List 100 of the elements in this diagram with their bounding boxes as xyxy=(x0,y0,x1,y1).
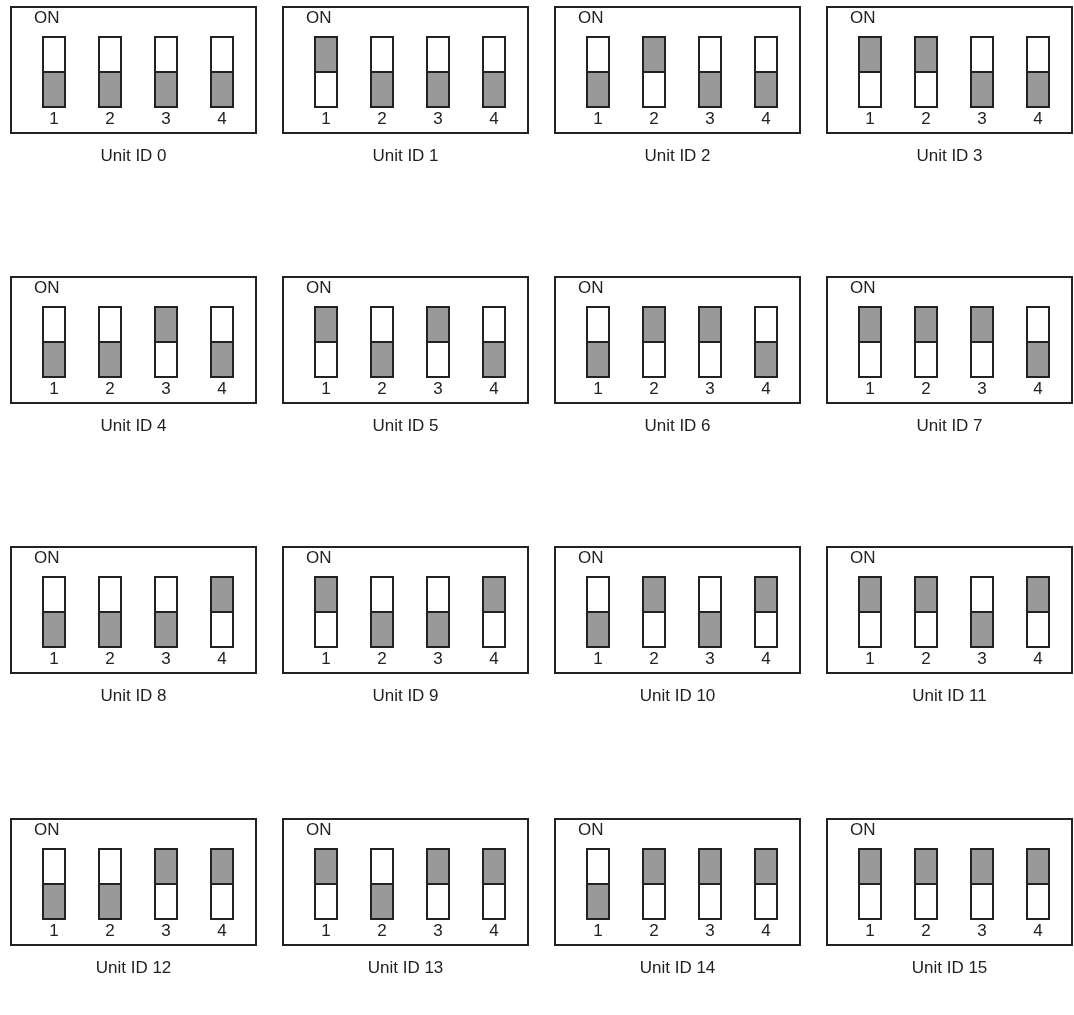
unit-id-caption: Unit ID 2 xyxy=(643,146,712,166)
switch-number: 3 xyxy=(160,110,172,128)
unit-id-caption: Unit ID 7 xyxy=(915,416,984,436)
on-label: ON xyxy=(850,549,876,566)
switch-lever xyxy=(970,611,994,648)
on-label: ON xyxy=(578,279,604,296)
on-label: ON xyxy=(850,821,876,838)
switch-number: 1 xyxy=(864,110,876,128)
switch-number: 4 xyxy=(760,922,772,940)
switch-number: 3 xyxy=(704,380,716,398)
switch-number: 3 xyxy=(160,380,172,398)
switch-lever xyxy=(98,71,122,108)
switch-number: 3 xyxy=(160,650,172,668)
switch-lever xyxy=(586,883,610,920)
switch-number: 1 xyxy=(320,650,332,668)
switch-number: 1 xyxy=(320,922,332,940)
switch-lever xyxy=(754,71,778,108)
on-label: ON xyxy=(306,279,332,296)
switch-number: 3 xyxy=(976,110,988,128)
switch-lever xyxy=(970,71,994,108)
dip-switch-panel xyxy=(826,276,1073,404)
switch-number: 2 xyxy=(920,380,932,398)
switch-number: 1 xyxy=(48,110,60,128)
switch-lever xyxy=(426,306,450,343)
switch-number: 3 xyxy=(432,922,444,940)
unit-id-caption: Unit ID 6 xyxy=(643,416,712,436)
on-label: ON xyxy=(34,821,60,838)
on-label: ON xyxy=(850,279,876,296)
switch-lever xyxy=(98,341,122,378)
switch-lever xyxy=(98,883,122,920)
switch-lever xyxy=(154,71,178,108)
switch-number: 4 xyxy=(1032,922,1044,940)
switch-number: 4 xyxy=(760,110,772,128)
switch-number: 4 xyxy=(216,110,228,128)
switch-lever xyxy=(154,848,178,885)
on-label: ON xyxy=(578,549,604,566)
on-label: ON xyxy=(306,9,332,26)
dip-switch-panel xyxy=(554,6,801,134)
switch-number: 2 xyxy=(920,922,932,940)
switch-number: 4 xyxy=(488,922,500,940)
dip-switch-panel xyxy=(282,276,529,404)
on-label: ON xyxy=(850,9,876,26)
switch-number: 3 xyxy=(976,380,988,398)
switch-number: 3 xyxy=(704,922,716,940)
switch-number: 1 xyxy=(592,380,604,398)
switch-lever xyxy=(642,306,666,343)
switch-lever xyxy=(698,848,722,885)
switch-lever xyxy=(754,341,778,378)
unit-id-caption: Unit ID 15 xyxy=(910,958,989,978)
switch-number: 3 xyxy=(704,650,716,668)
switch-lever xyxy=(642,36,666,73)
switch-lever xyxy=(370,341,394,378)
dip-switch-panel xyxy=(554,276,801,404)
unit-id-caption: Unit ID 0 xyxy=(99,146,168,166)
switch-lever xyxy=(370,71,394,108)
switch-number: 4 xyxy=(1032,110,1044,128)
switch-number: 2 xyxy=(920,650,932,668)
switch-number: 3 xyxy=(976,922,988,940)
switch-lever xyxy=(426,848,450,885)
switch-number: 1 xyxy=(48,380,60,398)
switch-lever xyxy=(1026,848,1050,885)
on-label: ON xyxy=(34,9,60,26)
dip-switch-panel xyxy=(282,546,529,674)
switch-lever xyxy=(1026,341,1050,378)
switch-lever xyxy=(426,71,450,108)
switch-lever xyxy=(154,611,178,648)
switch-lever xyxy=(586,341,610,378)
switch-lever xyxy=(482,71,506,108)
switch-number: 3 xyxy=(160,922,172,940)
switch-number: 4 xyxy=(488,110,500,128)
switch-number: 2 xyxy=(104,380,116,398)
unit-id-caption: Unit ID 5 xyxy=(371,416,440,436)
switch-number: 2 xyxy=(648,922,660,940)
unit-id-caption: Unit ID 12 xyxy=(94,958,173,978)
switch-number: 4 xyxy=(216,650,228,668)
switch-lever xyxy=(914,36,938,73)
on-label: ON xyxy=(578,821,604,838)
unit-id-caption: Unit ID 3 xyxy=(915,146,984,166)
switch-lever xyxy=(210,576,234,613)
switch-lever xyxy=(210,848,234,885)
switch-lever xyxy=(314,36,338,73)
switch-number: 3 xyxy=(704,110,716,128)
switch-lever xyxy=(98,611,122,648)
switch-lever xyxy=(586,71,610,108)
switch-lever xyxy=(642,576,666,613)
switch-lever xyxy=(42,71,66,108)
switch-lever xyxy=(210,71,234,108)
switch-number: 3 xyxy=(976,650,988,668)
switch-lever xyxy=(970,848,994,885)
dip-switch-panel xyxy=(826,546,1073,674)
dip-switch-panel xyxy=(10,276,257,404)
switch-number: 1 xyxy=(592,650,604,668)
switch-lever xyxy=(642,848,666,885)
switch-number: 1 xyxy=(864,650,876,668)
switch-lever xyxy=(698,306,722,343)
dip-switch-panel xyxy=(10,6,257,134)
switch-number: 3 xyxy=(432,110,444,128)
switch-number: 4 xyxy=(760,380,772,398)
switch-number: 2 xyxy=(104,650,116,668)
dip-switch-panel xyxy=(10,546,257,674)
